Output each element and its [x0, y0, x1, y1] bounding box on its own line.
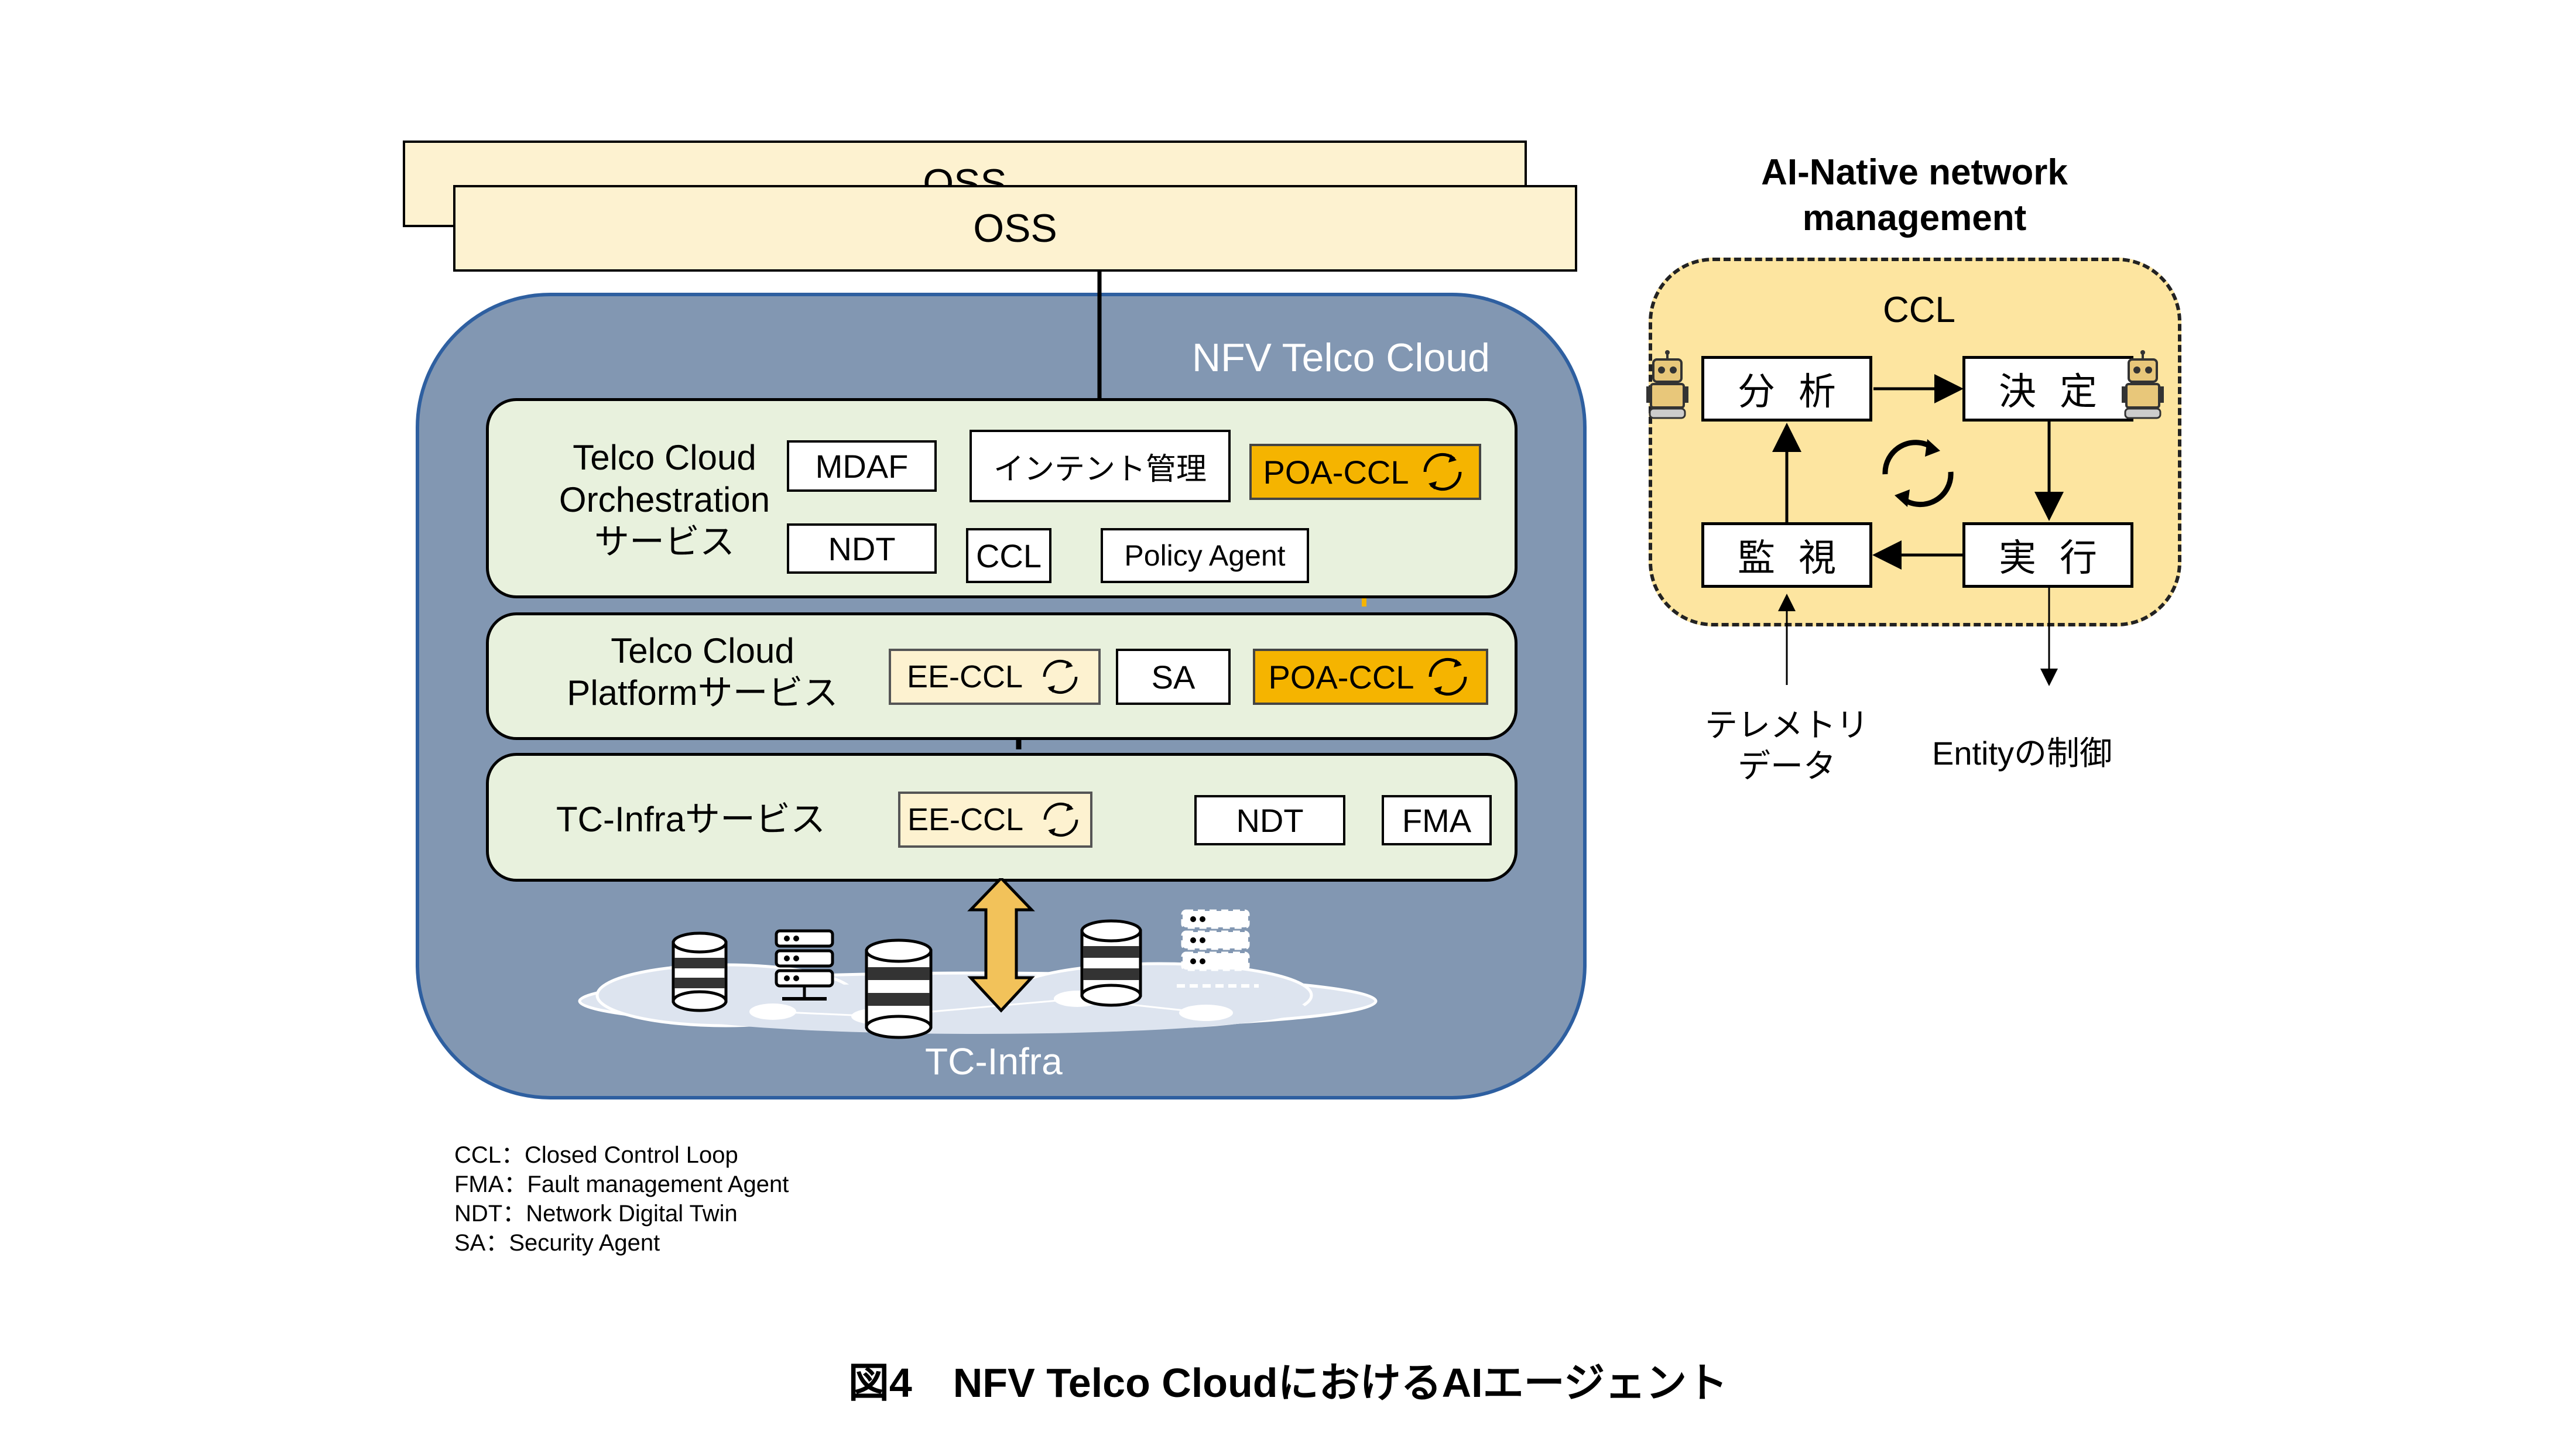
ndt-box-infra: NDT [1194, 795, 1345, 845]
ccl-loop-arrows [1772, 374, 2064, 686]
poa-ccl-orchestration-label: POA-CCL [1263, 453, 1409, 491]
oss-front-label: OSS [973, 206, 1057, 251]
decide-box: 決定 [1962, 356, 2133, 422]
server-rack-icon [1177, 909, 1259, 988]
analyze-box: 分析 [1701, 356, 1872, 422]
refresh-cycle-icon [1043, 802, 1078, 837]
sa-box: SA [1116, 649, 1231, 705]
database-icon [865, 938, 933, 1039]
legend-item: FMA：Fault management Agent [454, 1171, 789, 1197]
monitor-box: 監視 [1701, 522, 1872, 588]
poa-ccl-platform-label: POA-CCL [1268, 658, 1414, 696]
telemetry-data-label: テレメトリ データ [1670, 705, 1904, 787]
platform-label-line1: Telco Cloud [611, 631, 794, 670]
server-rack-icon [775, 929, 834, 1001]
infra-layer-label: TC-Infraサービス [556, 800, 826, 839]
ai-native-title: AI-Native network management [1680, 150, 2149, 241]
tc-infra-illustration [578, 878, 1378, 1039]
platform-label-line2: Platformサービス [567, 673, 838, 712]
refresh-cycle-icon [1043, 659, 1078, 694]
cloud-icon [578, 962, 1378, 1034]
platform-layer-label: Telco Cloud Platformサービス [562, 630, 843, 714]
intent-management-box: インテント管理 [970, 430, 1231, 502]
refresh-cycle-icon [1882, 439, 1954, 508]
ee-ccl-infra-label: EE-CCL [907, 802, 1024, 837]
robot-icon [2122, 350, 2164, 419]
execute-box: 実行 [1962, 522, 2133, 588]
policy-agent-box: Policy Agent [1101, 528, 1309, 583]
orchestration-layer-label: Telco Cloud Orchestration サービス [544, 437, 785, 563]
orchestration-label-line3: サービス [594, 522, 735, 561]
fma-box: FMA [1382, 795, 1492, 845]
legend-item: CCL：Closed Control Loop [454, 1142, 738, 1168]
ee-ccl-platform-label: EE-CCL [906, 659, 1023, 694]
ccl-box-orchestration: CCL [966, 528, 1051, 583]
legend-item: NDT：Network Digital Twin [454, 1201, 738, 1227]
ee-ccl-infra: EE-CCL [898, 792, 1092, 848]
refresh-cycle-icon [1423, 453, 1462, 491]
nfv-telco-cloud-title: NFV Telco Cloud [1192, 335, 1490, 380]
double-arrow-icon [967, 878, 1035, 1013]
ndt-box-orchestration: NDT [787, 523, 937, 574]
orchestration-label-line2: Orchestration [559, 480, 770, 519]
database-icon [672, 931, 728, 1012]
ai-native-title-line1: AI-Native network [1761, 152, 2068, 193]
telemetry-line1: テレメトリ [1705, 707, 1869, 744]
poa-ccl-platform: POA-CCL [1253, 649, 1488, 705]
ai-native-title-line2: management [1802, 198, 2027, 238]
telemetry-line2: データ [1738, 748, 1836, 785]
poa-ccl-orchestration: POA-CCL [1249, 444, 1481, 500]
entity-control-label: Entityの制御 [1932, 735, 2113, 772]
tc-infra-cloud-label: TC-Infra [925, 1040, 1063, 1083]
mdaf-box: MDAF [787, 440, 937, 492]
ee-ccl-platform: EE-CCL [889, 649, 1101, 705]
refresh-cycle-icon [1429, 657, 1467, 696]
orchestration-label-line1: Telco Cloud [573, 438, 756, 477]
figure-caption: 図4 NFV Telco CloudにおけるAIエージェント [848, 1360, 1728, 1406]
oss-box-front: OSS [453, 185, 1577, 272]
database-icon [1080, 919, 1142, 1007]
legend-item: SA：Security Agent [454, 1230, 660, 1256]
ccl-loop-label: CCL [1883, 290, 1956, 330]
robot-icon [1646, 350, 1688, 419]
legend: CCL：Closed Control Loop FMA：Fault manage… [454, 1140, 789, 1258]
